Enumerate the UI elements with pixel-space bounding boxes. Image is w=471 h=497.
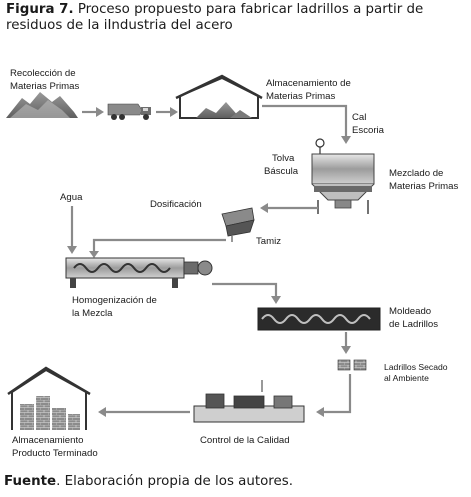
figure-source: Fuente. Elaboración propia de los autore… <box>4 474 293 489</box>
figure-caption-text: Proceso propuesto para fabricar ladrillo… <box>6 2 424 33</box>
label-bascula: Báscula <box>264 166 299 177</box>
label-control: Control de la Calidad <box>200 435 290 446</box>
label-mezclado-2: Materias Primas <box>389 181 459 192</box>
label-mezclado-1: Mezclado de <box>389 168 443 179</box>
label-moldeado-1: Moldeado <box>389 306 431 317</box>
label-recoleccion-1: Recolección de <box>10 68 76 79</box>
arrow-water-to-homogenizer <box>67 206 77 254</box>
label-recoleccion-2: Materias Primas <box>10 81 80 92</box>
arrow-molding-to-drying <box>341 332 351 354</box>
sieve-icon <box>221 207 255 242</box>
label-cal: Cal <box>352 112 366 123</box>
figure-caption: Figura 7. Proceso propuesto para fabrica… <box>6 2 466 34</box>
label-dosificacion: Dosificación <box>150 199 202 210</box>
source-label: Fuente <box>4 474 57 489</box>
arrow-truck-to-storage <box>156 107 178 117</box>
label-homogenizacion-1: Homogenización de <box>72 295 157 306</box>
label-homogenizacion-2: la Mezcla <box>72 308 113 319</box>
label-almacenamiento-pt-1: Almacenamiento <box>12 435 83 446</box>
drying-bricks-icon <box>337 359 367 371</box>
label-almacenamiento-mp-1: Almacenamiento de <box>266 78 351 89</box>
label-moldeado-2: de Ladrillos <box>389 319 438 330</box>
source-text: . Elaboración propia de los autores. <box>56 474 293 489</box>
label-tamiz: Tamiz <box>256 236 281 247</box>
quality-control-lab-icon <box>193 380 305 423</box>
arrow-homogenizer-to-molding <box>212 282 281 304</box>
label-almacenamiento-pt-2: Producto Terminado <box>12 448 98 459</box>
raw-material-piles-icon <box>6 92 78 118</box>
dump-truck-icon <box>107 103 151 120</box>
arrow-piles-to-truck <box>82 107 104 117</box>
figure-label: Figura 7. <box>6 2 74 17</box>
storage-building-icon <box>175 74 263 119</box>
mixer-hopper-scale-icon <box>311 138 375 214</box>
label-escoria: Escoria <box>352 125 385 136</box>
label-agua: Agua <box>60 192 83 203</box>
label-secado-2: al Ambiente <box>384 373 429 383</box>
homogenizer-extruder-icon <box>65 257 213 288</box>
arrow-sieve-to-homogenizer <box>89 238 226 258</box>
arrow-drying-to-control <box>316 374 352 417</box>
label-secado-1: Ladrillos Secado <box>384 362 448 372</box>
label-almacenamiento-mp-2: Materias Primas <box>266 91 336 102</box>
brick-molding-icon <box>257 307 381 331</box>
arrow-storage-to-mixer <box>262 104 351 144</box>
arrow-control-to-warehouse <box>98 407 190 417</box>
arrow-mixer-to-sieve <box>260 203 318 213</box>
finished-product-warehouse-icon <box>7 366 91 430</box>
label-tolva: Tolva <box>272 153 295 164</box>
